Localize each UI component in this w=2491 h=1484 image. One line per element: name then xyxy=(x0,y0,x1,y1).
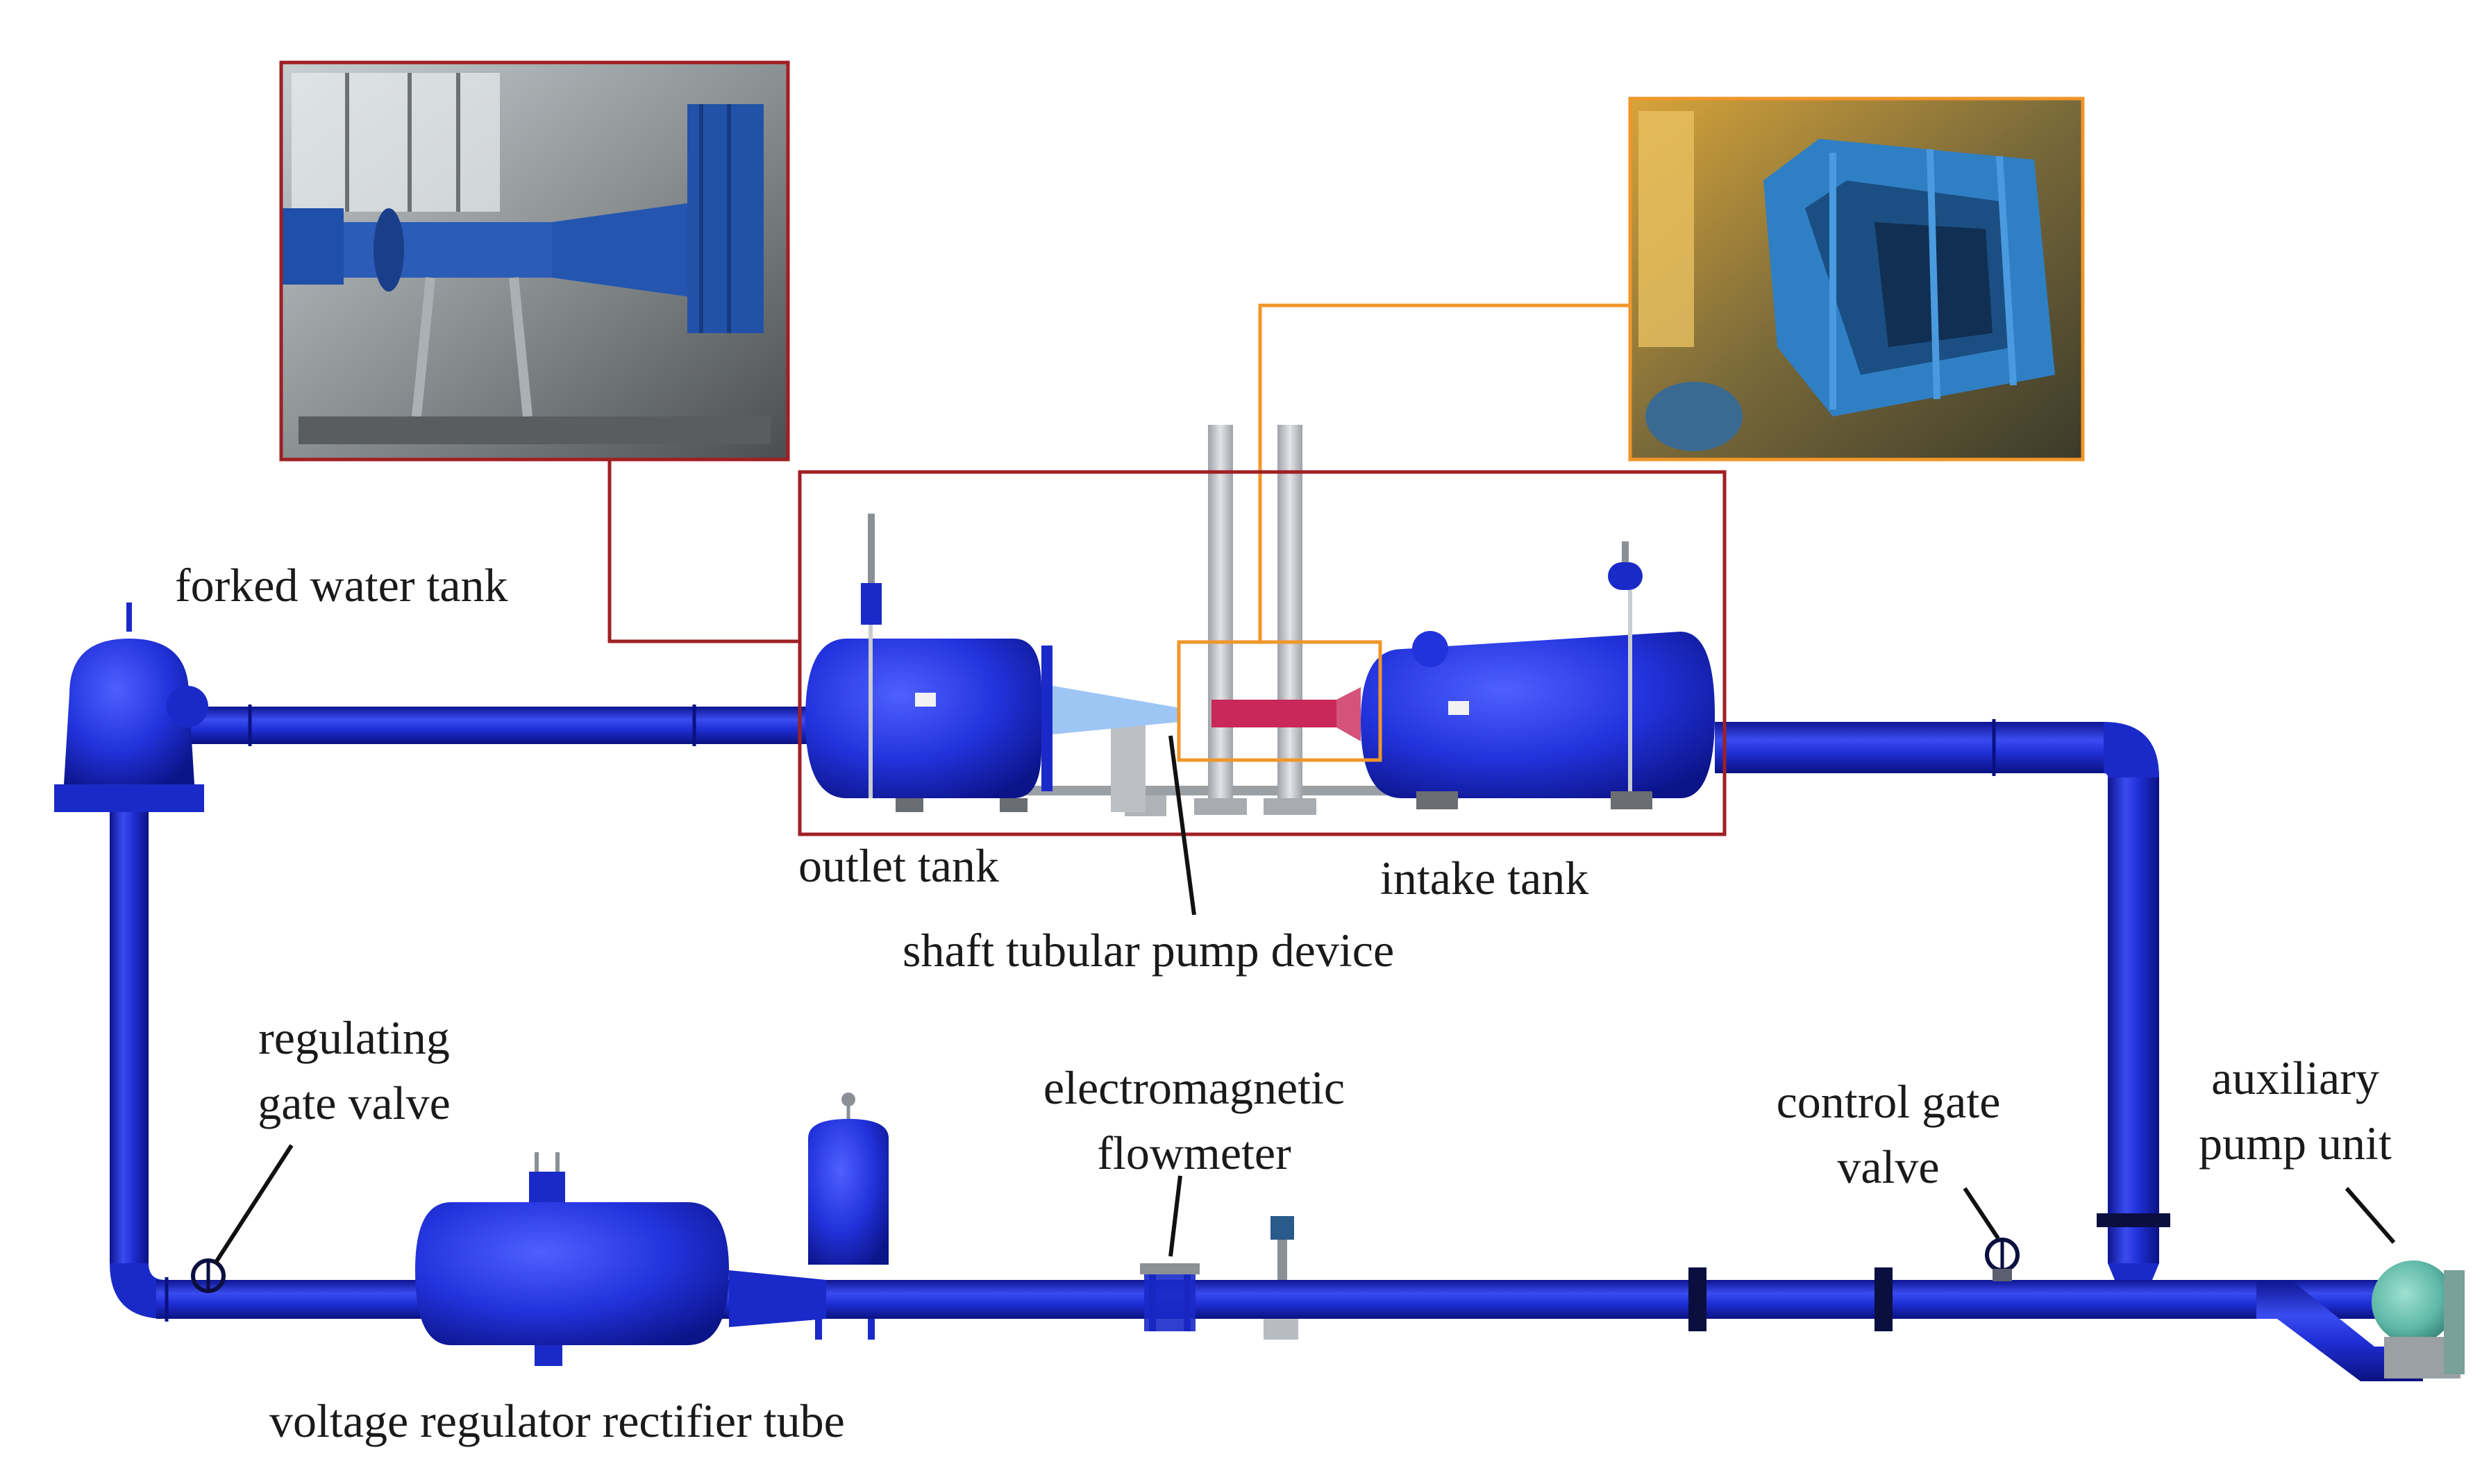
label-regulating-gate-valve: regulating gate valve xyxy=(208,1005,500,1136)
support-column-right xyxy=(1277,425,1302,813)
label-auxiliary-pump-unit-line1: auxiliary xyxy=(2211,1052,2379,1104)
pump-impeller-section xyxy=(1211,700,1336,727)
pointer-regulating-valve xyxy=(213,1144,294,1265)
pipe-left-vertical xyxy=(110,805,149,1263)
label-control-gate-valve: control gate valve xyxy=(1736,1069,2041,1199)
label-voltage-regulator-rectifier-tube: voltage regulator rectifier tube xyxy=(269,1394,845,1447)
label-electromagnetic-flowmeter: electromagnetic flowmeter xyxy=(986,1055,1402,1186)
pipe-right-vertical xyxy=(2108,777,2159,1263)
pointer-control-valve xyxy=(1963,1187,2000,1240)
pump-detail-frame-orange xyxy=(1177,640,1382,762)
auxiliary-pump-unit xyxy=(2372,1260,2465,1378)
callout-line-red xyxy=(607,459,800,643)
pointer-aux-pump xyxy=(2345,1187,2396,1244)
support-column-left xyxy=(1208,425,1233,813)
label-forked-water-tank: forked water tank xyxy=(175,559,508,612)
label-control-gate-valve-line2: valve xyxy=(1837,1140,1940,1193)
label-regulating-gate-valve-line1: regulating xyxy=(258,1011,450,1064)
pipe-top-right xyxy=(1715,722,2104,773)
label-control-gate-valve-line1: control gate xyxy=(1776,1075,2001,1128)
control-gate-valve xyxy=(1985,1238,2020,1281)
pressure-transmitter xyxy=(1264,1216,1298,1340)
label-auxiliary-pump-unit-line2: pump unit xyxy=(2199,1117,2392,1170)
callout-line-orange xyxy=(1258,303,1630,642)
pointer-shaft-pump xyxy=(1168,735,1196,916)
regulating-gate-valve xyxy=(191,1258,226,1293)
voltage-regulator-rectifier-tube xyxy=(415,1152,729,1366)
label-auxiliary-pump-unit: auxiliary pump unit xyxy=(2163,1045,2427,1176)
label-shaft-tubular-pump-device: shaft tubular pump device xyxy=(903,924,1395,977)
pointer-flowmeter xyxy=(1168,1175,1182,1257)
label-outlet-tank: outlet tank xyxy=(798,839,999,892)
photo-right-inset xyxy=(1628,96,2085,462)
label-electromagnetic-flowmeter-line2: flowmeter xyxy=(1097,1127,1291,1179)
label-regulating-gate-valve-line2: gate valve xyxy=(258,1077,451,1129)
pipe-top-left xyxy=(187,707,812,744)
intake-tank xyxy=(1361,541,1715,809)
test-section-frame-red xyxy=(798,470,1727,836)
outlet-tank xyxy=(805,514,1052,812)
electromagnetic-flowmeter xyxy=(1140,1263,1200,1274)
label-intake-tank: intake tank xyxy=(1380,852,1589,904)
label-electromagnetic-flowmeter-line1: electromagnetic xyxy=(1043,1061,1345,1114)
photo-left-inset xyxy=(279,60,790,462)
pipe-aux-branch xyxy=(2256,1280,2423,1381)
pump-diffuser xyxy=(1052,686,1180,734)
surge-vessel xyxy=(808,1093,889,1340)
forked-water-tank xyxy=(54,602,208,812)
